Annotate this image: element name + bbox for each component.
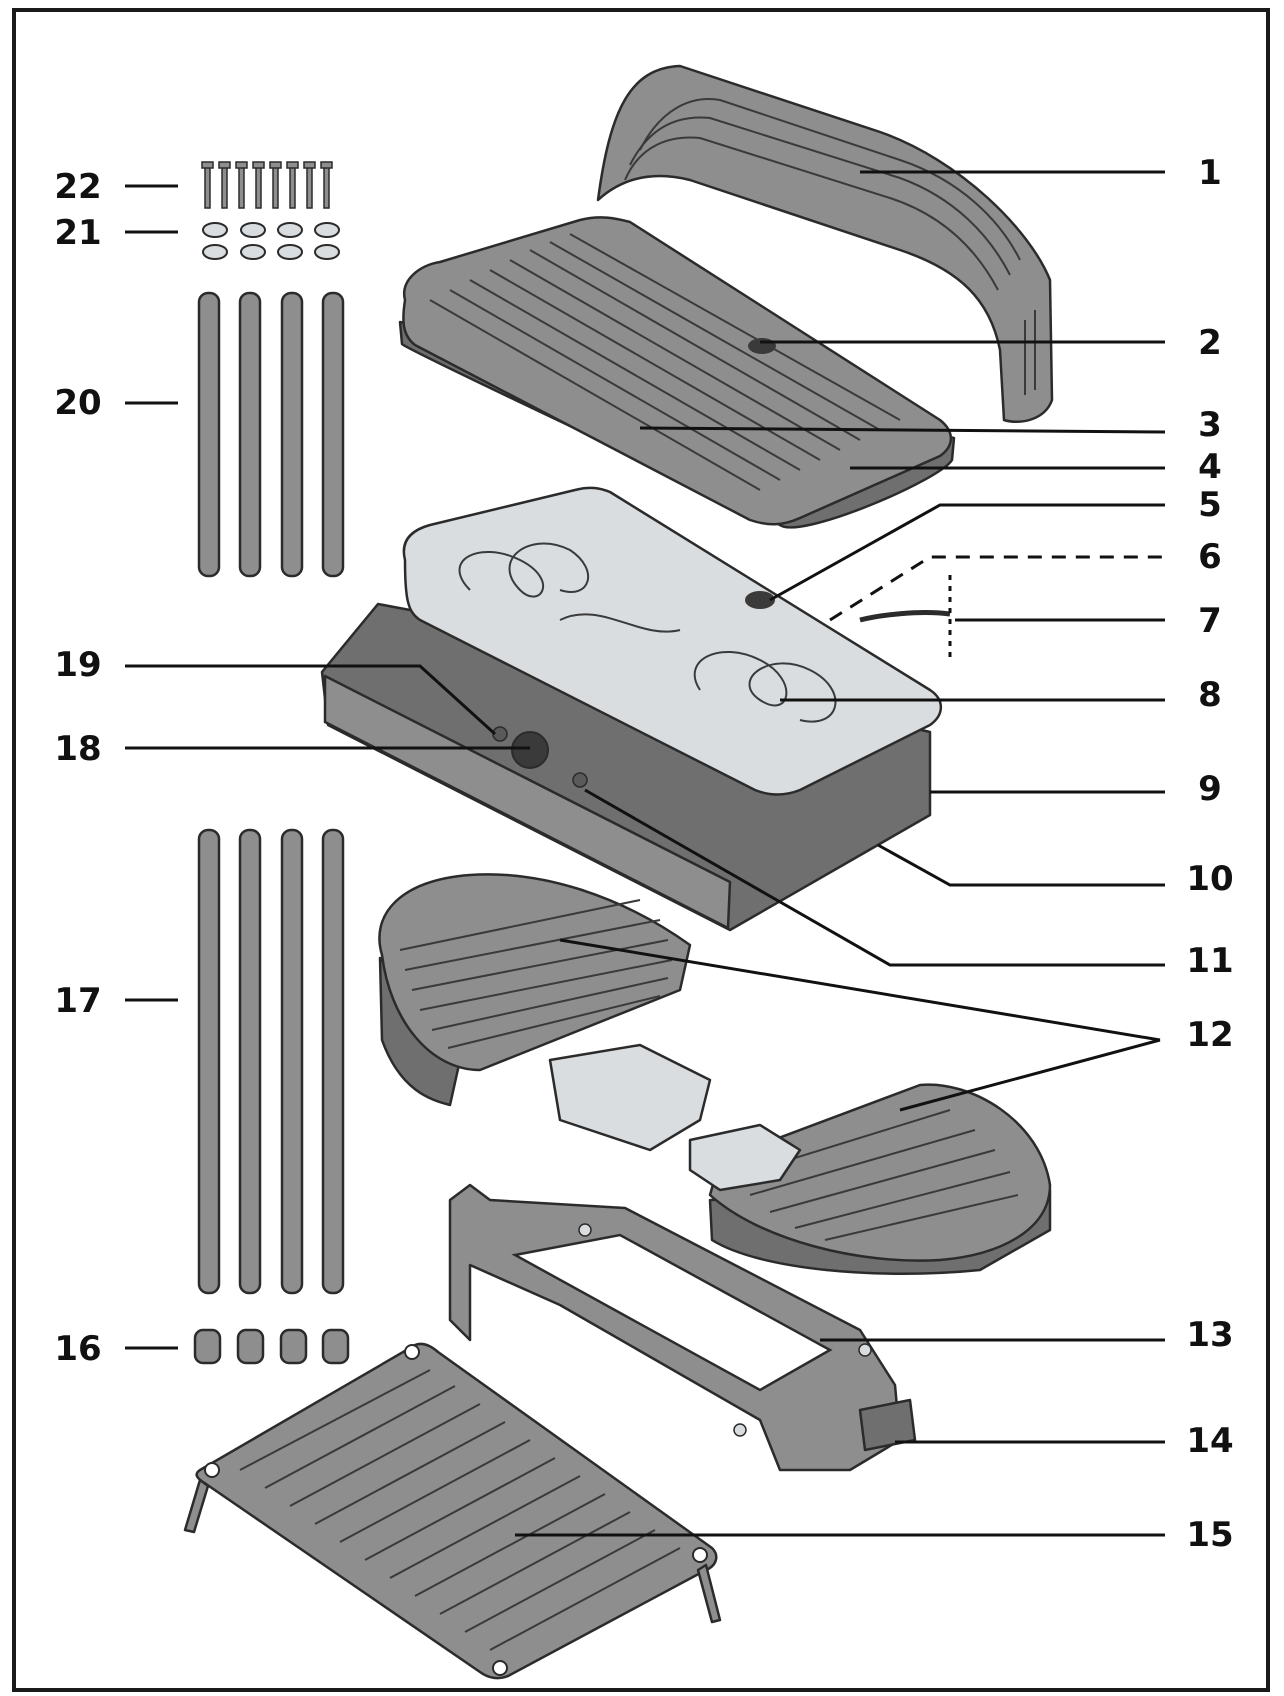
outer-frame: [12, 8, 1270, 1692]
label-4: 4: [1198, 447, 1222, 487]
part-grill-plate: [398, 216, 956, 529]
label-3: 3: [1198, 405, 1222, 445]
label-11: 11: [1186, 941, 1233, 981]
part-side-plate-left: [378, 873, 712, 1152]
part-heating-base: [320, 486, 951, 932]
part-screws: [201, 161, 333, 209]
callout-labels: 1 2 3 4 5 6 7 8 9 10 11 12 13 14 15 16 1…: [54, 153, 1233, 1555]
thermostat-socket-icon: [745, 591, 775, 609]
label-20: 20: [54, 383, 101, 423]
temperature-knob-icon: [511, 731, 549, 769]
label-22: 22: [54, 167, 101, 207]
label-14: 14: [1186, 1421, 1233, 1461]
label-2: 2: [1198, 323, 1222, 363]
label-21: 21: [54, 213, 101, 253]
part-side-plate-right: [688, 1083, 1052, 1275]
label-19: 19: [54, 645, 101, 685]
label-15: 15: [1186, 1515, 1233, 1555]
indicator-light-right-icon: [572, 772, 588, 788]
leader-lines: [125, 170, 1166, 1537]
label-5: 5: [1198, 485, 1222, 525]
part-base-frame: [448, 1183, 917, 1472]
label-8: 8: [1198, 675, 1222, 715]
grease-hole-icon: [748, 338, 776, 354]
label-9: 9: [1198, 769, 1222, 809]
label-17: 17: [54, 981, 101, 1021]
label-12: 12: [1186, 1015, 1233, 1055]
label-13: 13: [1186, 1315, 1233, 1355]
label-16: 16: [54, 1329, 101, 1369]
label-6: 6: [1198, 537, 1222, 577]
part-short-legs: [197, 291, 345, 578]
label-1: 1: [1198, 153, 1222, 193]
label-7: 7: [1198, 601, 1222, 641]
power-cord: [859, 610, 951, 623]
part-feet: [193, 1328, 350, 1365]
label-10: 10: [1186, 859, 1233, 899]
label-18: 18: [54, 729, 101, 769]
part-bottom-rack: [183, 1342, 722, 1680]
indicator-light-left-icon: [492, 726, 508, 742]
part-long-legs: [197, 828, 345, 1295]
part-wing-nuts: [202, 222, 340, 260]
part-splash-guard: [596, 64, 1054, 424]
